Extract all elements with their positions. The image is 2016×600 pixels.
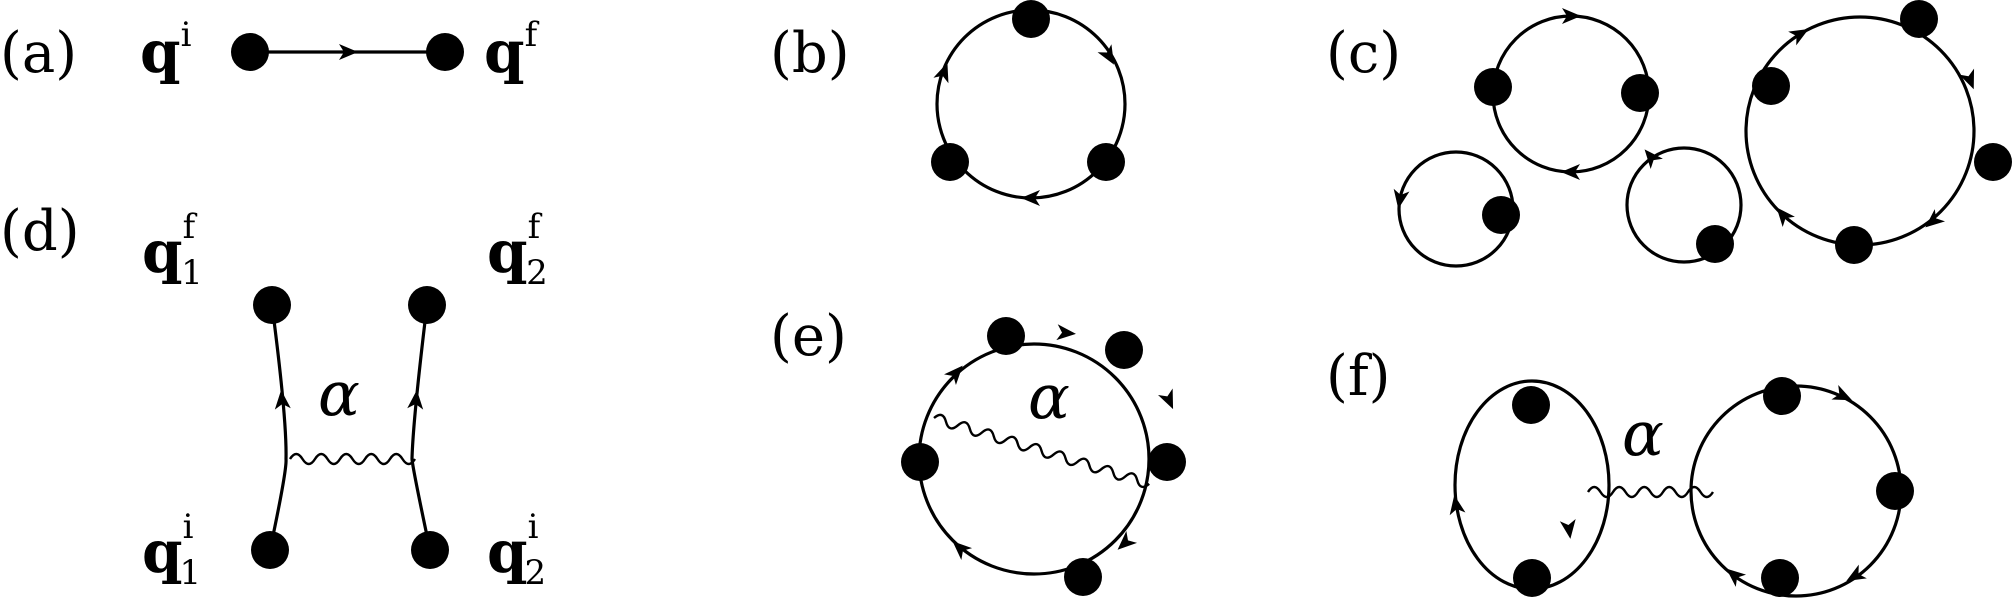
- loop-c4-vertex-bottom: [1835, 226, 1873, 264]
- initial-vertex: [231, 33, 269, 71]
- loop-c1-vertex-left: [1474, 68, 1512, 106]
- loop-c4-vertex-left: [1752, 67, 1790, 105]
- loop-c4-vertex-right: [1974, 143, 2012, 181]
- loop-f1-arrow-2: [1559, 518, 1579, 541]
- loop-f1-vertex-top: [1512, 386, 1550, 424]
- line-d2: [410, 304, 432, 551]
- panel-e-label: (e): [770, 304, 847, 369]
- q-final-label: qf: [484, 15, 540, 86]
- coupling-alpha-e: α: [1028, 360, 1070, 433]
- loop-e-arrow-3: [1112, 531, 1138, 556]
- loop-e-vertex-right: [1148, 443, 1186, 481]
- coupling-alpha-d: α: [318, 357, 360, 430]
- loop-c4-arrow-1: [1788, 22, 1813, 46]
- loop-e-vertex-left: [901, 443, 939, 481]
- photon-f: [1586, 485, 1715, 499]
- loop-f2-vertex-right: [1876, 472, 1914, 510]
- panel-c-label: (c): [1326, 21, 1401, 86]
- loop-c4-vertex-top: [1900, 0, 1938, 38]
- panel-f-label: (f): [1326, 344, 1390, 409]
- panel-a: (a) qi qf: [0, 15, 540, 86]
- loop-e-vertex-bottom: [1064, 558, 1102, 596]
- loop-e-arrow-1: [1056, 324, 1077, 342]
- loop-f2-vertex-top: [1763, 377, 1801, 415]
- panel-a-label: (a): [0, 21, 77, 86]
- loop-c2-vertex: [1482, 196, 1520, 234]
- loop-f2-vertex-bottom: [1761, 559, 1799, 597]
- loop-b-vertex-right: [1087, 143, 1125, 181]
- coupling-alpha-f: α: [1622, 397, 1664, 470]
- loop-f2-arrow-1: [1831, 384, 1856, 408]
- vertex-q2-final: [408, 286, 446, 324]
- panel-d-label: (d): [0, 199, 80, 264]
- loop-b-vertex-left: [931, 143, 969, 181]
- loop-b-vertex-top: [1012, 0, 1050, 38]
- panel-f: (f) α: [1326, 344, 1914, 598]
- loop-f2: [1689, 384, 1903, 598]
- loop-b-arrow-3: [933, 59, 955, 84]
- panel-b: (b): [770, 0, 1127, 206]
- vertex-q1-initial: [251, 531, 289, 569]
- loop-c3: [1625, 146, 1743, 264]
- photon-d: [288, 452, 417, 466]
- loop-f1-vertex-bottom: [1513, 559, 1551, 597]
- q-initial-label: qi: [140, 15, 192, 86]
- vertex-q1-final: [253, 286, 291, 324]
- loop-e-vertex-top-left: [987, 317, 1025, 355]
- loop-e-vertex-top-right: [1105, 331, 1143, 369]
- panel-c: (c): [1326, 0, 2012, 268]
- loop-c1-vertex-right: [1621, 74, 1659, 112]
- panel-b-label: (b): [770, 21, 850, 86]
- photon-e: [933, 413, 1150, 489]
- panel-e: (e) α: [770, 304, 1186, 596]
- final-vertex: [426, 33, 464, 71]
- loop-c3-vertex: [1696, 225, 1734, 263]
- vertex-q2-initial: [411, 531, 449, 569]
- loop-e-arrow-2: [1158, 388, 1181, 413]
- line-d1: [268, 304, 288, 551]
